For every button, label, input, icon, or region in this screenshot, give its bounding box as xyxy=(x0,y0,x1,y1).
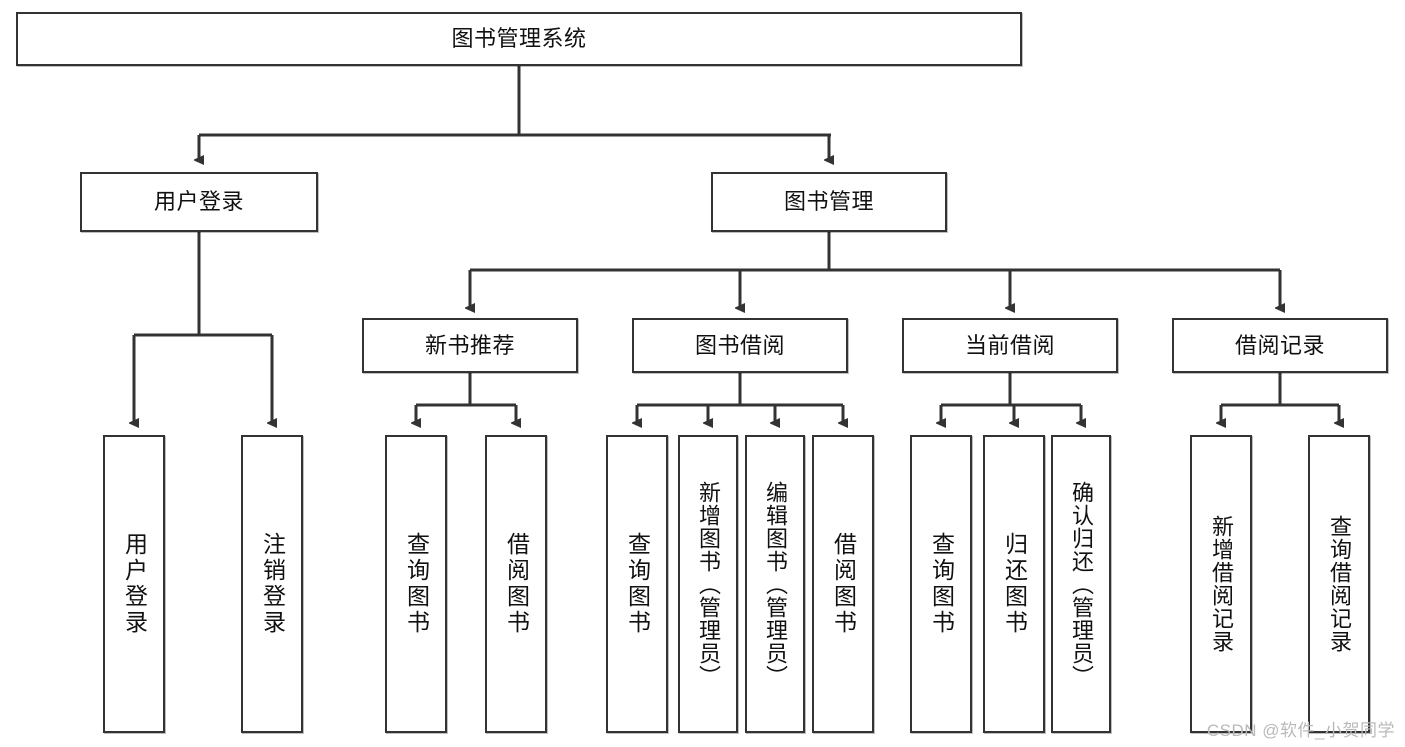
node-user-login[interactable]: 用户登录 xyxy=(80,172,318,232)
edge-group-root xyxy=(199,66,831,160)
node-query-borrow-record-label: 查询借阅记录 xyxy=(1327,515,1352,653)
node-confirm-return-label: 确认归还（管理员） xyxy=(1069,480,1094,688)
node-query-book-1[interactable]: 查询图书 xyxy=(385,435,447,733)
node-edit-book[interactable]: 编辑图书（管理员） xyxy=(745,435,805,733)
edge-group-book-borrow xyxy=(637,373,843,423)
node-user-login-label: 用户登录 xyxy=(153,189,244,215)
edge-group-book-manage xyxy=(470,232,1280,308)
node-add-borrow-record-label: 新增借阅记录 xyxy=(1209,515,1234,653)
node-add-book-label: 新增图书（管理员） xyxy=(696,480,721,688)
node-new-book-rec-label: 新书推荐 xyxy=(424,332,515,358)
edge-group-new-book-rec xyxy=(416,373,516,423)
node-borrow-book-2[interactable]: 借阅图书 xyxy=(812,435,874,733)
node-user-login-leaf[interactable]: 用户登录 xyxy=(103,435,165,733)
node-book-manage[interactable]: 图书管理 xyxy=(711,172,947,232)
node-borrow-record-label: 借阅记录 xyxy=(1234,332,1325,358)
node-add-borrow-record[interactable]: 新增借阅记录 xyxy=(1190,435,1252,733)
node-return-book[interactable]: 归还图书 xyxy=(983,435,1045,733)
node-query-book-3[interactable]: 查询图书 xyxy=(910,435,972,733)
node-user-logout-leaf[interactable]: 注销登录 xyxy=(241,435,303,733)
node-book-borrow[interactable]: 图书借阅 xyxy=(632,318,848,373)
node-confirm-return[interactable]: 确认归还（管理员） xyxy=(1051,435,1111,733)
node-current-borrow[interactable]: 当前借阅 xyxy=(902,318,1118,373)
node-query-book-2[interactable]: 查询图书 xyxy=(606,435,668,733)
edge-group-current-borrow xyxy=(941,373,1081,423)
node-query-book-3-label: 查询图书 xyxy=(928,532,955,636)
node-borrow-book-1-label: 借阅图书 xyxy=(503,532,530,636)
node-query-borrow-record[interactable]: 查询借阅记录 xyxy=(1308,435,1370,733)
node-add-book[interactable]: 新增图书（管理员） xyxy=(678,435,738,733)
node-root[interactable]: 图书管理系统 xyxy=(16,12,1022,66)
node-borrow-book-2-label: 借阅图书 xyxy=(830,532,857,636)
watermark-text: CSDN @软件_小贺同学 xyxy=(1206,721,1395,740)
node-query-book-2-label: 查询图书 xyxy=(624,532,651,636)
edge-group-borrow-record xyxy=(1221,373,1339,423)
node-new-book-rec[interactable]: 新书推荐 xyxy=(362,318,578,373)
node-book-manage-label: 图书管理 xyxy=(783,189,874,215)
node-book-borrow-label: 图书借阅 xyxy=(694,332,785,358)
node-query-book-1-label: 查询图书 xyxy=(403,532,430,636)
node-edit-book-label: 编辑图书（管理员） xyxy=(763,480,788,688)
node-root-label: 图书管理系统 xyxy=(451,26,587,52)
node-return-book-label: 归还图书 xyxy=(1001,532,1028,636)
node-current-borrow-label: 当前借阅 xyxy=(964,332,1055,358)
node-user-login-leaf-label: 用户登录 xyxy=(121,532,148,636)
node-borrow-book-1[interactable]: 借阅图书 xyxy=(485,435,547,733)
node-user-logout-leaf-label: 注销登录 xyxy=(259,532,286,636)
edge-group-user-login xyxy=(134,232,272,423)
node-borrow-record[interactable]: 借阅记录 xyxy=(1172,318,1388,373)
